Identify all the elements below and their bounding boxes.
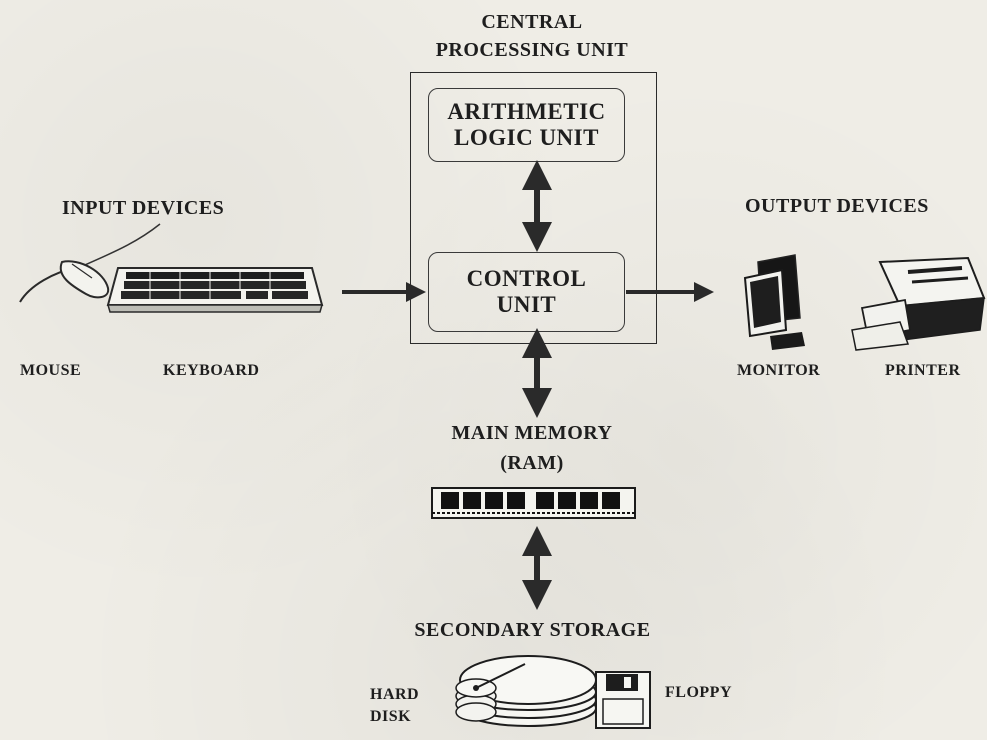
mouse-icon bbox=[19, 260, 110, 303]
mouse-label: MOUSE bbox=[20, 362, 82, 379]
main-memory-label: MAIN MEMORY bbox=[451, 422, 613, 444]
secondary-storage-title: SECONDARY STORAGE bbox=[414, 619, 651, 641]
floppy-disk-icon bbox=[595, 671, 651, 729]
keyboard-icon bbox=[106, 267, 324, 313]
ram-label: (RAM) bbox=[500, 452, 564, 474]
input-devices-title: INPUT DEVICES bbox=[62, 197, 225, 219]
alu-label-line1: ARITHMETIC bbox=[447, 98, 606, 124]
alu-label-line2: LOGIC UNIT bbox=[454, 125, 599, 150]
keyboard-label: KEYBOARD bbox=[163, 362, 260, 379]
hard-disk-label: HARD DISK bbox=[370, 684, 419, 728]
hard-disk-label-line2: DISK bbox=[370, 708, 412, 725]
monitor-icon bbox=[743, 254, 805, 350]
hard-disk-icon bbox=[455, 655, 597, 727]
monitor-label: MONITOR bbox=[737, 362, 821, 379]
output-devices-title: OUTPUT DEVICES bbox=[745, 195, 929, 217]
cpu-title: CENTRAL PROCESSING UNIT bbox=[435, 11, 629, 61]
control-unit-label-line2: UNIT bbox=[496, 292, 557, 317]
printer-label: PRINTER bbox=[885, 362, 961, 379]
ram-module-icon bbox=[431, 487, 636, 519]
hard-disk-label-line1: HARD bbox=[370, 686, 420, 703]
printer-icon bbox=[851, 256, 986, 351]
floppy-label: FLOPPY bbox=[665, 684, 732, 701]
control-unit-box: CONTROL UNIT bbox=[428, 252, 625, 332]
control-unit-label-line1: CONTROL bbox=[466, 265, 587, 291]
alu-box: ARITHMETIC LOGIC UNIT bbox=[428, 88, 625, 162]
